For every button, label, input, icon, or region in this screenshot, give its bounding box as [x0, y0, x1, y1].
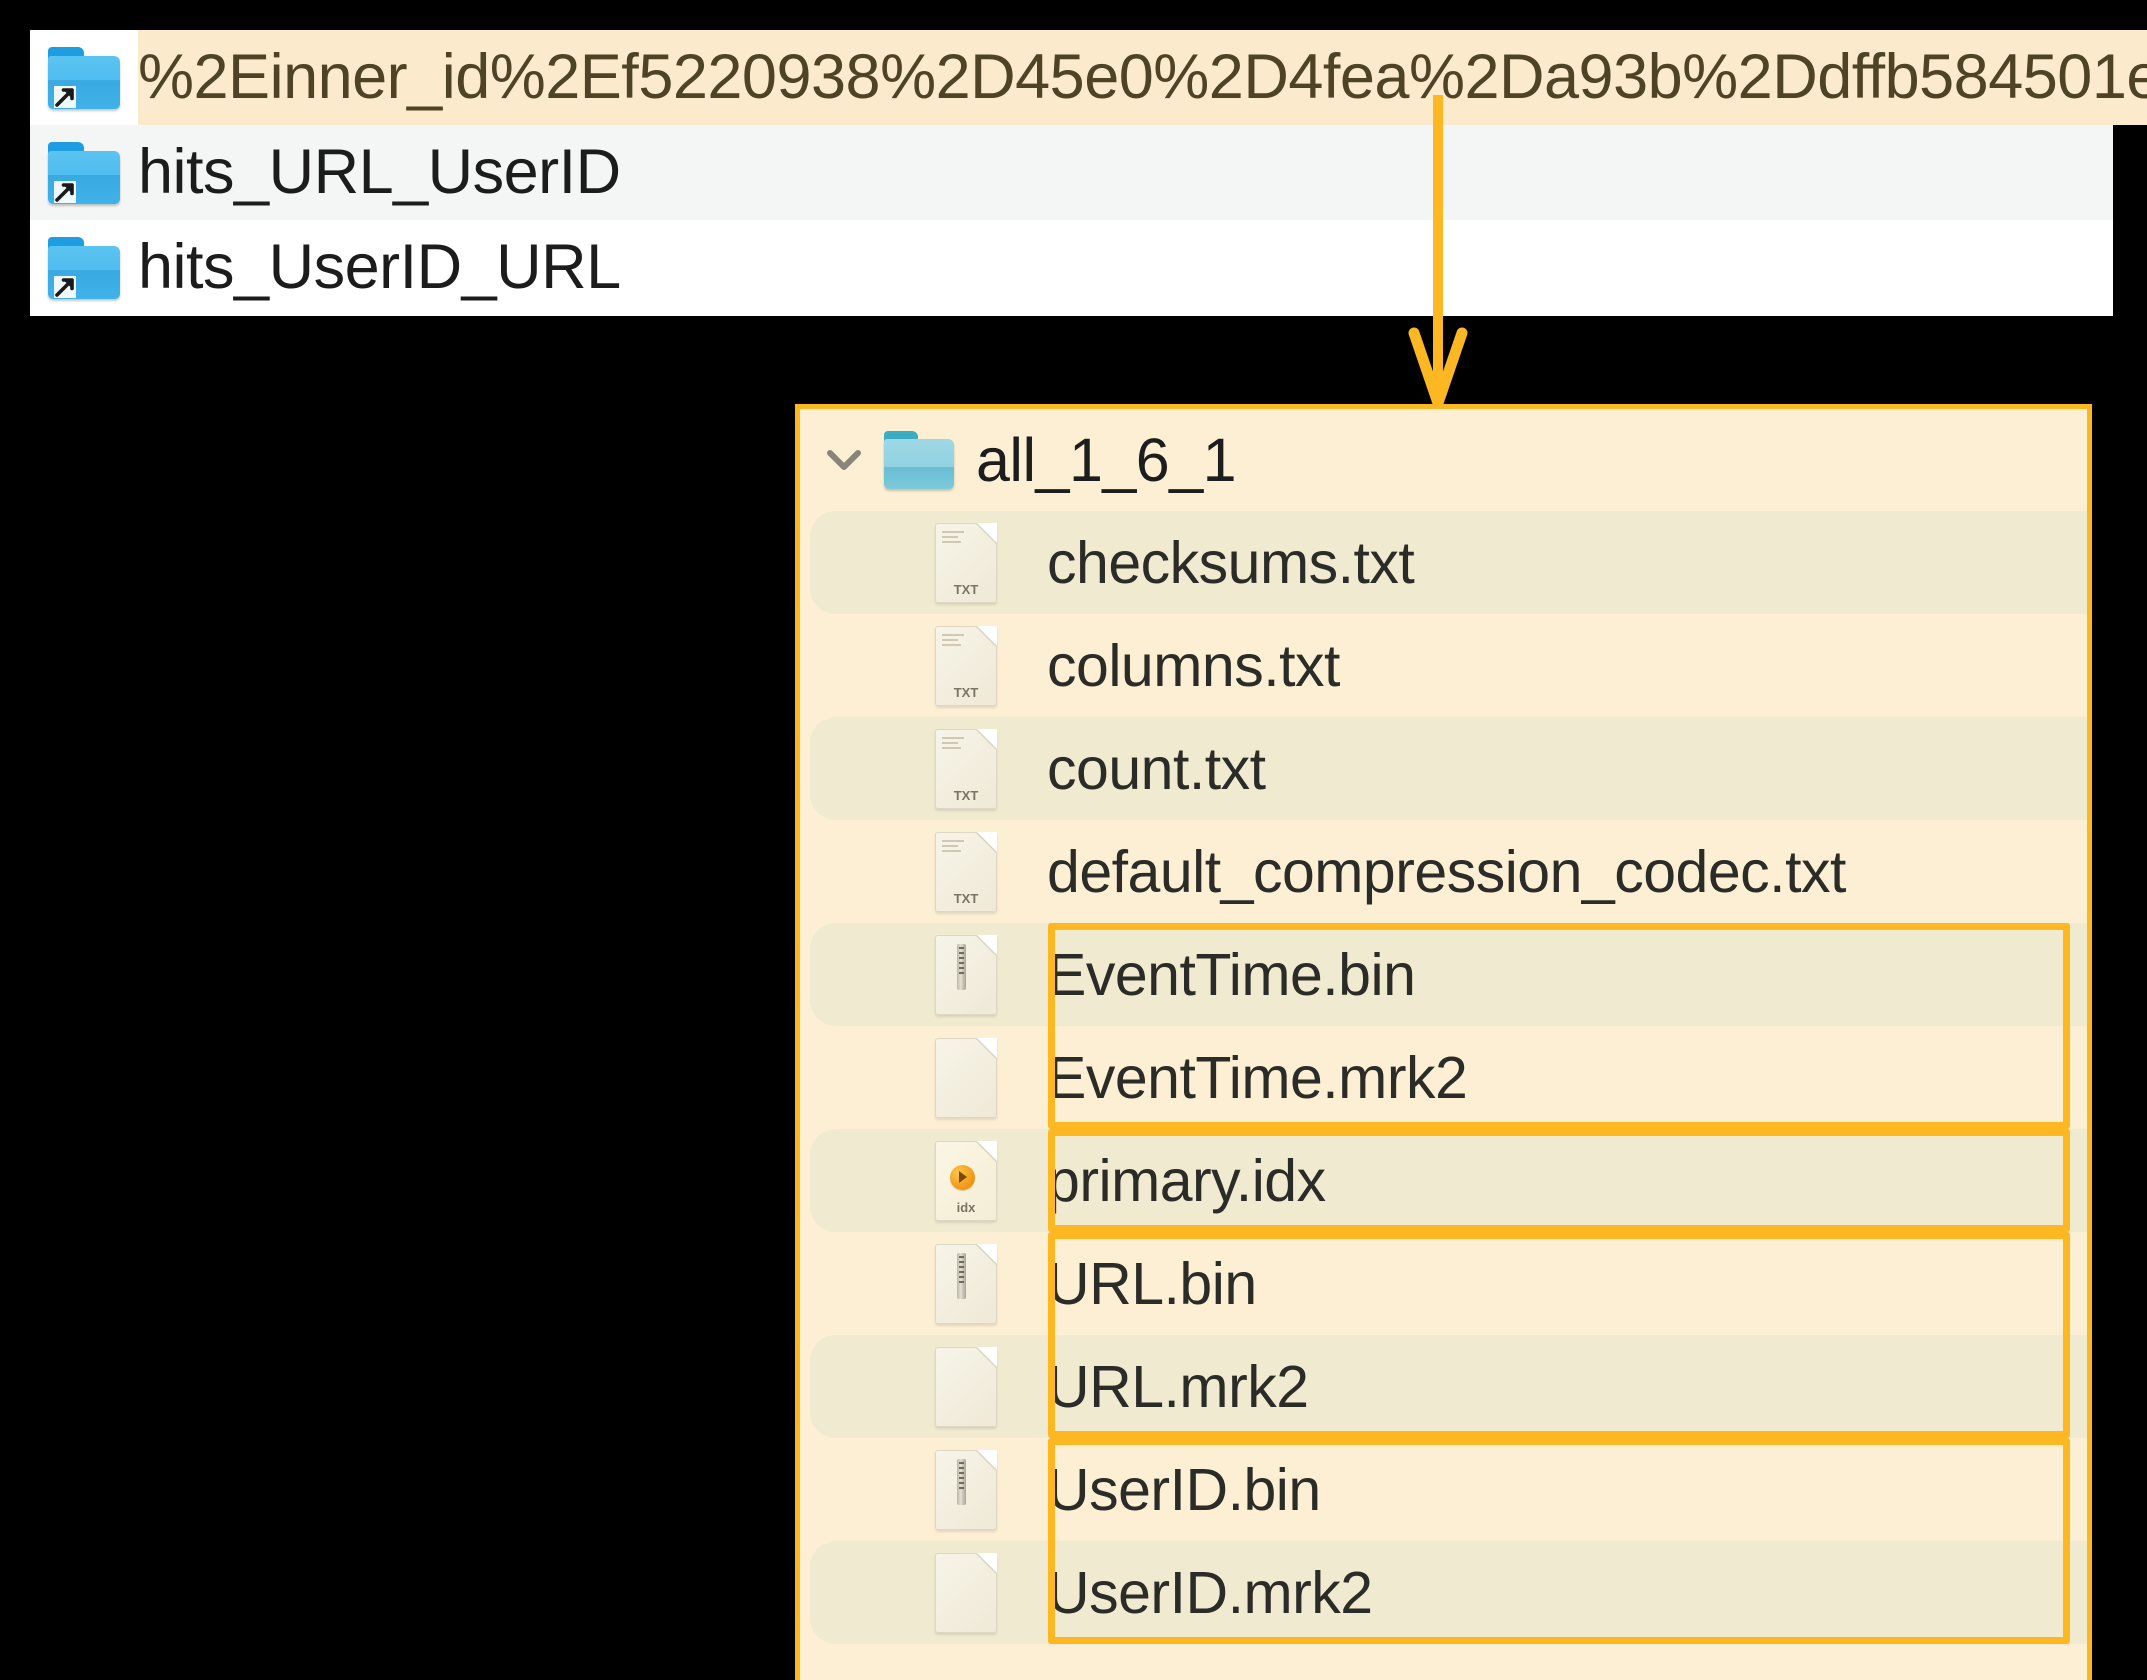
file-list-item[interactable]: URL.mrk2 — [800, 1335, 2087, 1438]
folder-symlink-icon — [30, 30, 138, 125]
chevron-down-icon[interactable] — [816, 432, 872, 488]
file-name-label: checksums.txt — [1047, 529, 1415, 596]
file-name-label: EventTime.mrk2 — [1047, 1044, 1468, 1111]
panel-header-row[interactable]: all_1_6_1 — [800, 409, 2087, 511]
bin-file-icon — [905, 923, 1027, 1026]
file-list-item[interactable]: URL.bin — [800, 1232, 2087, 1335]
file-list-item[interactable]: TXT count.txt — [800, 717, 2087, 820]
row-stripe — [810, 1541, 2087, 1644]
file-list-item[interactable]: EventTime.mrk2 — [800, 1026, 2087, 1129]
file-list-item[interactable]: UserID.bin — [800, 1438, 2087, 1541]
row-stripe — [810, 923, 2087, 1026]
folder-list-item[interactable]: hits_UserID_URL — [30, 220, 2113, 315]
mrk-file-icon — [905, 1026, 1027, 1129]
folder-list-item[interactable]: %2Einner_id%2Ef5220938%2D45e0%2D4fea%2Da… — [30, 30, 2147, 125]
row-stripe — [810, 1129, 2087, 1232]
file-list-item[interactable]: TXT default_compression_codec.txt — [800, 820, 2087, 923]
folder-listing-panel: %2Einner_id%2Ef5220938%2D45e0%2D4fea%2Da… — [30, 30, 2147, 316]
mrk-file-icon — [905, 1335, 1027, 1438]
file-name-label: UserID.bin — [1047, 1456, 1321, 1523]
file-name-label: UserID.mrk2 — [1047, 1559, 1373, 1626]
file-name-label: URL.mrk2 — [1047, 1353, 1309, 1420]
folder-symlink-icon — [30, 220, 138, 315]
txt-file-icon: TXT — [905, 614, 1027, 717]
txt-file-icon: TXT — [905, 820, 1027, 923]
down-arrow-annotation — [1408, 95, 1468, 415]
folder-icon — [884, 431, 954, 489]
file-list-item[interactable]: idx primary.idx — [800, 1129, 2087, 1232]
folder-list-item-label: %2Einner_id%2Ef5220938%2D45e0%2D4fea%2Da… — [138, 30, 2147, 125]
row-stripe — [810, 717, 2087, 820]
file-name-label: columns.txt — [1047, 632, 1340, 699]
idx-file-icon: idx — [905, 1129, 1027, 1232]
file-name-label: EventTime.bin — [1047, 941, 1416, 1008]
txt-file-icon: TXT — [905, 511, 1027, 614]
folder-list-item[interactable]: hits_URL_UserID — [30, 125, 2113, 220]
bin-file-icon — [905, 1232, 1027, 1335]
folder-list-item-label: hits_URL_UserID — [138, 137, 621, 207]
file-list-item[interactable]: UserID.mrk2 — [800, 1541, 2087, 1644]
file-name-label: count.txt — [1047, 735, 1266, 802]
txt-file-icon: TXT — [905, 717, 1027, 820]
row-stripe — [810, 511, 2087, 614]
file-name-label: URL.bin — [1047, 1250, 1257, 1317]
bin-file-icon — [905, 1438, 1027, 1541]
file-list-item[interactable]: TXT checksums.txt — [800, 511, 2087, 614]
folder-symlink-icon — [30, 125, 138, 220]
panel-header-label: all_1_6_1 — [976, 426, 1237, 494]
file-name-label: primary.idx — [1047, 1147, 1326, 1214]
folder-list-item-label: hits_UserID_URL — [138, 232, 621, 302]
row-stripe — [810, 1335, 2087, 1438]
file-list-item[interactable]: TXT columns.txt — [800, 614, 2087, 717]
file-list-item[interactable]: EventTime.bin — [800, 923, 2087, 1026]
mrk-file-icon — [905, 1541, 1027, 1644]
file-name-label: default_compression_codec.txt — [1047, 838, 1846, 905]
